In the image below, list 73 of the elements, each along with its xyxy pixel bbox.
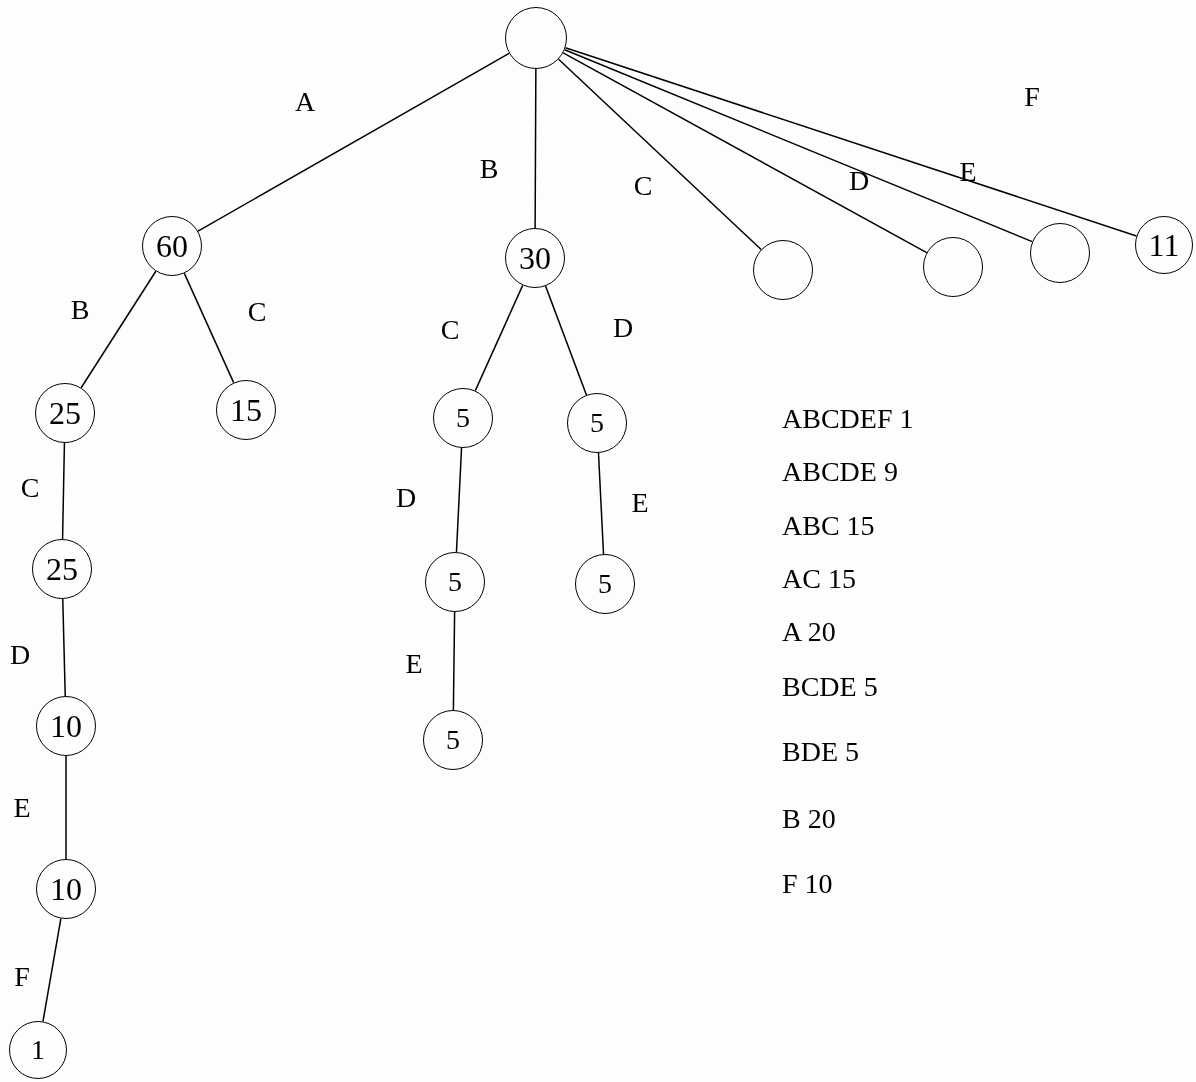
tree-node-circle — [36, 859, 96, 919]
node-count: 11 — [1148, 229, 1180, 261]
tree-node-circle — [567, 393, 627, 453]
tree-node-circle — [923, 237, 983, 297]
tree-node-circle — [216, 380, 276, 440]
edge-label: B — [70, 296, 90, 324]
edge-label: D — [9, 641, 31, 669]
node-count: 5 — [446, 726, 460, 754]
edge-label: D — [395, 484, 417, 512]
tree-branch-line — [563, 49, 1033, 243]
itemset-count-text: BDE 5 — [782, 738, 859, 766]
node-count: 10 — [50, 710, 82, 742]
edge-label: B — [479, 155, 499, 183]
tree-node-circle — [423, 710, 483, 770]
node-count: 25 — [49, 397, 81, 429]
node-count: 15 — [230, 394, 262, 426]
tree-branch-line — [80, 270, 157, 389]
tree-branch-line — [534, 68, 537, 229]
tree-node-circle — [1030, 223, 1090, 283]
node-count: 25 — [46, 553, 78, 585]
itemset-count-text: F 10 — [782, 870, 833, 898]
itemset-count-text: B 20 — [782, 805, 836, 833]
tree-node-circle — [36, 696, 96, 756]
tree-node-circle — [35, 383, 95, 443]
tree-node-circle — [433, 388, 493, 448]
edge-label: E — [13, 794, 31, 822]
edge-label: F — [1024, 83, 1040, 111]
tree-branch-line — [452, 611, 456, 711]
tree-branch-line — [597, 452, 605, 555]
tree-branch-line — [544, 285, 588, 396]
itemset-count-text: A 20 — [782, 618, 836, 646]
tree-branch-line — [62, 598, 66, 697]
tree-node-circle — [505, 228, 565, 288]
node-count: 5 — [456, 404, 470, 432]
tree-branch-line — [183, 272, 235, 384]
tree-node-circle — [425, 552, 485, 612]
node-count: 10 — [50, 873, 82, 905]
edge-label: C — [247, 298, 267, 326]
edge-label: A — [294, 88, 316, 116]
itemset-count-text: BCDE 5 — [782, 673, 878, 701]
tree-branch-line — [61, 442, 66, 540]
tree-branch-line — [562, 52, 928, 254]
tree-node-circle — [32, 539, 92, 599]
edge-label: C — [633, 172, 653, 200]
edge-label: E — [405, 650, 423, 678]
tree-node-circle — [142, 216, 202, 276]
edge-label: E — [959, 158, 977, 186]
node-count: 60 — [156, 230, 188, 262]
tree-node-circle — [575, 554, 635, 614]
node-count: 30 — [519, 242, 551, 274]
tree-branch-line — [564, 46, 1138, 237]
tree-node-circle — [505, 7, 567, 69]
edge-label: C — [440, 316, 460, 344]
edge-label: D — [848, 167, 870, 195]
node-count: 5 — [598, 570, 612, 598]
node-count: 1 — [31, 1036, 45, 1064]
itemset-count-text: ABC 15 — [782, 512, 875, 540]
edge-label: C — [20, 474, 40, 502]
tree-branch-line — [65, 755, 67, 860]
node-count: 5 — [448, 568, 462, 596]
itemset-count-text: ABCDEF 1 — [782, 405, 914, 433]
itemset-count-text: AC 15 — [782, 565, 856, 593]
edge-label: E — [631, 489, 649, 517]
itemset-count-text: ABCDE 9 — [782, 458, 898, 486]
tree-branch-line — [197, 52, 510, 232]
tree-branch-line — [557, 58, 762, 251]
edge-label: D — [612, 314, 634, 342]
node-count: 5 — [590, 409, 604, 437]
tree-branch-line — [455, 447, 463, 553]
tree-branch-line — [42, 917, 62, 1023]
edge-label: F — [14, 963, 30, 991]
tree-node-circle — [753, 240, 813, 300]
tree-branch-line — [474, 284, 524, 392]
